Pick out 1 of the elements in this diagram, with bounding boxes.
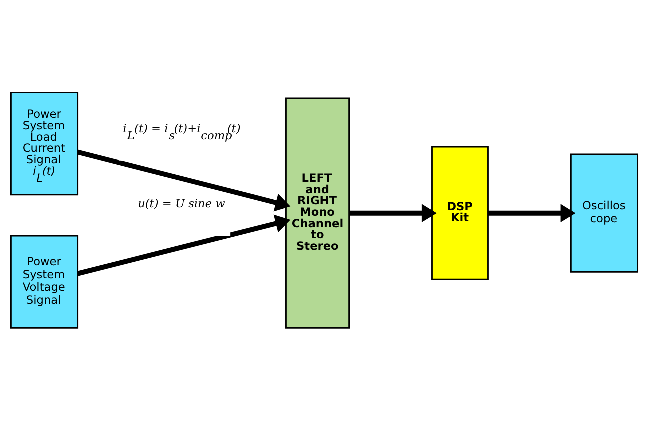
edge-label: u(t) = U sine w [138,196,226,211]
